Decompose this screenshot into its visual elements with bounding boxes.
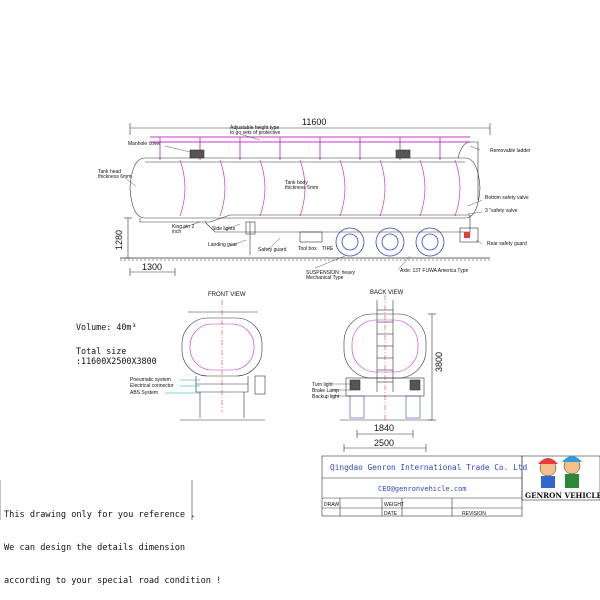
chassis-frame [139, 214, 471, 233]
label-tire: TIRE [322, 246, 334, 252]
label-tank-body-2: thickness 5mm [285, 185, 318, 191]
label-backup-light: Backup light [312, 394, 340, 400]
rear-lamp [464, 232, 470, 238]
tank-body-outline [129, 157, 481, 219]
label-tank-body-1: Tank body [285, 180, 308, 186]
label-revision: REVISION [462, 511, 486, 517]
baffle-arcs [179, 159, 461, 217]
mascot-body-left [541, 476, 555, 488]
label-safety-valve: 3 "safety valve [485, 208, 518, 214]
note-line-3: according to your special road condition… [4, 576, 222, 586]
wheels [335, 227, 445, 257]
spec-size: Total size :11600X2500X3800 [76, 346, 157, 366]
label-axle: Axle: 13T FUWA America Type [400, 268, 468, 274]
back-view [332, 295, 436, 452]
label-tank-head-2: thickness 6mm [98, 174, 131, 180]
back-bumper [345, 377, 425, 397]
note-line-1: This drawing only for you reference . [4, 510, 196, 520]
size-label: Total size [76, 346, 127, 356]
label-tank-head-1: Tank head [98, 169, 121, 175]
back-wheels [349, 395, 421, 419]
logo-frame [521, 455, 600, 501]
back-ladder [376, 300, 394, 392]
overall-length-label: 11600 [302, 117, 326, 127]
label-adjustable-height-2: to go sets of protective [230, 130, 281, 136]
label-bottom-safety-valve: Bottom safety valve [485, 195, 529, 201]
back-height-label: 3800 [434, 352, 444, 372]
label-tool-box: Tool box [298, 246, 317, 252]
back-width-label: 2500 [374, 438, 394, 448]
logo-mascot [538, 456, 582, 488]
company-email: CEO@genronvehicle.com [378, 485, 467, 493]
logo-text: GENRON VEHICLE [525, 491, 600, 500]
front-landing-legs [199, 392, 245, 418]
label-weight: WEIGHT [384, 502, 404, 508]
back-leader-lines [332, 383, 352, 397]
landing-gear-box [245, 221, 256, 235]
label-suspension-1: SUSPENSION: heavy [306, 270, 355, 276]
dim-front-label: 1300 [142, 262, 162, 272]
front-view-title: FRONT VIEW [208, 292, 246, 298]
company-name: Qingdao Genron International Trade Co. L… [330, 463, 527, 472]
back-right-lamp [409, 379, 421, 391]
dim-height-label: 1280 [114, 230, 124, 250]
volume-label: Volume: [76, 322, 112, 332]
label-king-pin-1: King pin 2 [172, 224, 194, 230]
spec-volume: Volume: 40m³ [76, 322, 137, 332]
front-leader-lines [165, 379, 200, 394]
label-safety-guard: Safety guard [258, 247, 287, 253]
removable-ladder [457, 141, 479, 200]
tool-box [299, 231, 323, 243]
label-manhole-cover: Manhole cover [128, 141, 161, 147]
leader-lines [124, 133, 483, 271]
side-view [120, 123, 491, 276]
mascot-cap-right [562, 456, 582, 462]
manhole-cover-2 [395, 149, 411, 159]
back-left-lamp [349, 379, 361, 391]
label-pneumatic: Pneumatic system [130, 377, 171, 383]
label-suspension-2: Mechanical Type [306, 275, 344, 281]
label-king-pin-2: inch [172, 229, 181, 235]
front-view [165, 300, 266, 421]
label-electrical: Electrical connector [130, 383, 174, 389]
size-value: :11600X2500X3800 [76, 356, 157, 366]
protective-rail [150, 136, 470, 160]
manhole-cover-1 [189, 149, 205, 159]
mascot-body-right [565, 474, 579, 488]
label-landing-gear: Landing gear [208, 242, 238, 248]
front-side-guard [254, 375, 266, 395]
label-removable-ladder: Removable ladder [490, 148, 531, 154]
mascot-cap-left [538, 458, 558, 464]
label-rear-safety-guard: Rear safety guard [487, 241, 527, 247]
back-track-label: 1840 [374, 423, 394, 433]
rear-safety-guard [459, 227, 479, 243]
volume-value: 40m³ [116, 322, 137, 332]
note-line-2: We can design the details dimension [4, 543, 186, 553]
title-block [321, 455, 600, 517]
label-adjustable-height-1: Adjustable height type [230, 125, 279, 131]
label-brake-lamp: Brake Lamp [312, 388, 339, 394]
label-date: DATE [384, 511, 398, 517]
label-draw: DRAW [324, 502, 339, 508]
back-view-title: BACK VIEW [370, 290, 404, 296]
label-turn-light: Turn light [312, 382, 333, 388]
label-abs: ABS System [130, 390, 158, 396]
label-side-lights: Side lights [212, 226, 236, 232]
reference-note: This drawing only for you reference . We… [4, 488, 221, 598]
